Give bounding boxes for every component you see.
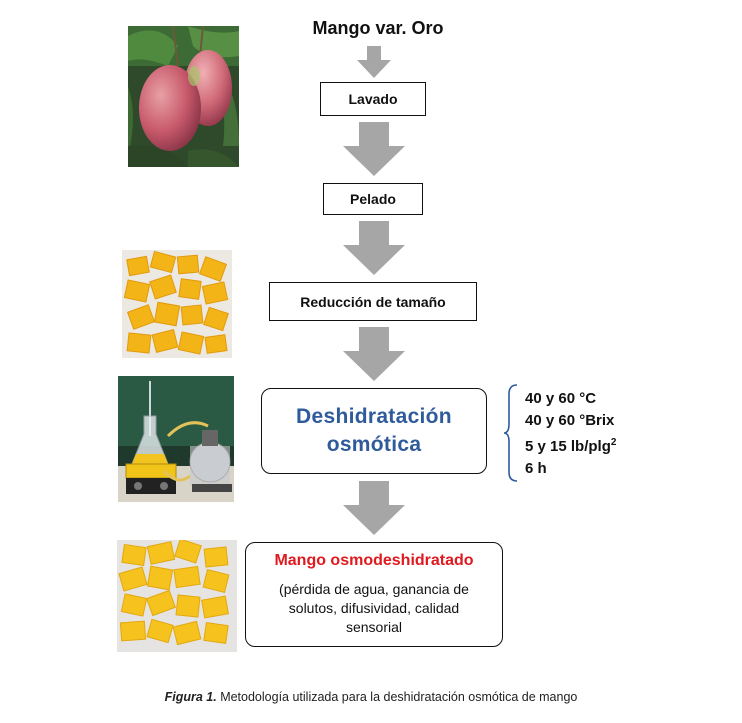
arrow-down-icon xyxy=(343,481,405,535)
condition-brix: 40 y 60 °Brix xyxy=(525,412,615,429)
lab-equipment-photo xyxy=(118,376,234,502)
step-label: Reducción de tamaño xyxy=(300,293,446,310)
result-desc-line: (pérdida de agua, ganancia de xyxy=(279,581,469,597)
arrow-down-icon xyxy=(343,327,405,381)
mango-tree-photo xyxy=(128,26,239,167)
step-pelado: Pelado xyxy=(323,183,423,215)
step-osmotic-dehydration: Deshidratación osmótica xyxy=(261,388,487,474)
result-title: Mango osmodeshidratado xyxy=(274,552,474,569)
pressure-superscript: 2 xyxy=(610,437,617,448)
caption-text: Metodología utilizada para la deshidrata… xyxy=(216,690,578,704)
step-label: Pelado xyxy=(350,191,396,207)
arrow-down-icon xyxy=(343,122,405,176)
osmodehydrated-mango-photo xyxy=(117,540,237,652)
step-lavado: Lavado xyxy=(320,82,426,116)
mango-cubes-photo xyxy=(122,250,232,358)
caption-label: Figura 1. xyxy=(164,690,217,704)
arrow-down-icon xyxy=(343,221,405,275)
diagram-title: Mango var. Oro xyxy=(312,18,444,38)
step-label: Lavado xyxy=(348,91,398,107)
process-conditions: 40 y 60 °C 40 y 60 °Brix 5 y 15 lb/plg2 … xyxy=(525,388,616,480)
figure-caption: Figura 1. Metodología utilizada para la … xyxy=(0,690,742,704)
result-desc-line: solutos, difusividad, calidad xyxy=(288,600,460,616)
result-description: (pérdida de agua, ganancia de solutos, d… xyxy=(279,580,469,637)
step-reduccion: Reducción de tamaño xyxy=(269,282,477,321)
condition-time: 6 h xyxy=(525,460,547,477)
result-box: Mango osmodeshidratado (pérdida de agua,… xyxy=(245,542,503,647)
condition-temperature: 40 y 60 °C xyxy=(525,390,597,407)
osmotic-label-line2: osmótica xyxy=(326,433,422,456)
osmotic-label-line1: Deshidratación xyxy=(296,405,452,428)
condition-pressure: 5 y 15 lb/plg2 xyxy=(525,437,617,455)
arrow-down-icon xyxy=(357,46,391,78)
result-desc-line: sensorial xyxy=(345,619,403,635)
brace-icon xyxy=(503,384,518,482)
